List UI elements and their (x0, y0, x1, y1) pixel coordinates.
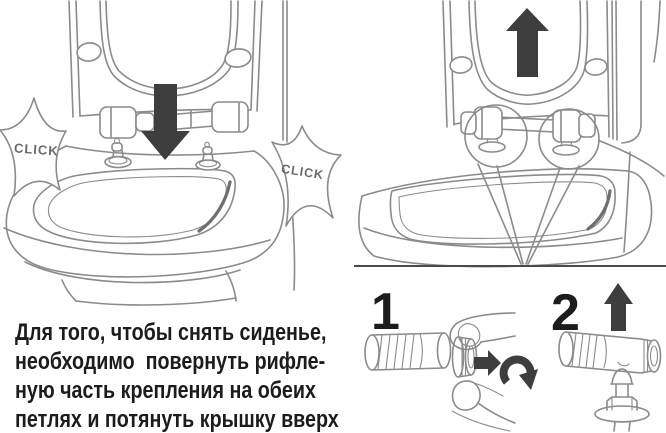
seat-hinge-assembly (460, 106, 596, 156)
step-2-drawing (558, 283, 662, 432)
knurled-ring (451, 336, 478, 378)
seat-fastener-post (104, 137, 132, 169)
instruction-text: Для того, чтобы снять сиденье, необходим… (15, 319, 339, 433)
click-label-left: CLICK (13, 140, 60, 159)
seat-bumper (449, 56, 473, 74)
hinge-callout-circle-right (538, 108, 600, 170)
fastener-bolt (594, 368, 650, 432)
rotate-arrow-head (519, 369, 538, 390)
right-panel-toilet-drawing (354, 0, 666, 268)
up-arrow-icon (604, 283, 633, 331)
down-arrow-icon (141, 84, 190, 160)
seat-bumper (76, 42, 102, 62)
cistern-outline (621, 0, 642, 144)
up-arrow-icon (506, 8, 549, 77)
callout-leader-lines (477, 163, 580, 265)
step-1-number: 1 (371, 283, 400, 341)
hinge-callout-circle-left (464, 104, 528, 168)
rotate-arrow-icon (499, 355, 535, 385)
seat-bumper (224, 48, 252, 68)
seat-bumper (584, 58, 608, 76)
seat-fastener-post (195, 141, 221, 171)
right-arrow-icon (474, 350, 501, 376)
fingers (449, 312, 516, 432)
click-burst-left (0, 97, 67, 197)
step-1-drawing (364, 312, 538, 432)
step-2-number: 2 (551, 284, 580, 342)
click-burst-right (271, 125, 342, 227)
left-panel-toilet-drawing (0, 0, 342, 306)
